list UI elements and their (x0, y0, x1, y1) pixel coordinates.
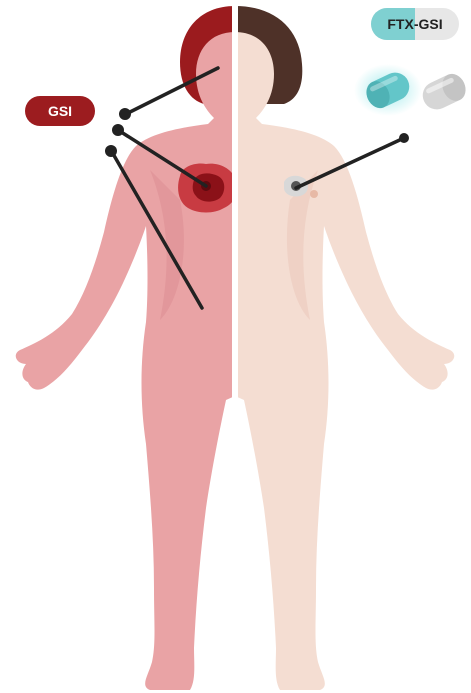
ftx-gsi-label-badge: FTX-GSI (371, 8, 459, 40)
ftx-gsi-label-text: FTX-GSI (387, 16, 442, 32)
tumor-large (178, 164, 237, 213)
gsi-label-text: GSI (48, 103, 72, 119)
pointer-dot-small-tumor (399, 133, 409, 143)
pointer-dot-body (105, 145, 117, 157)
pointer-dot-hair (119, 108, 131, 120)
capsule-icon (354, 64, 422, 116)
capsule-icon (418, 70, 470, 114)
pointer-dot-tumor (112, 124, 124, 136)
gsi-label-badge: GSI (25, 96, 95, 126)
right-nipple (310, 190, 318, 198)
center-divider (232, 0, 238, 693)
